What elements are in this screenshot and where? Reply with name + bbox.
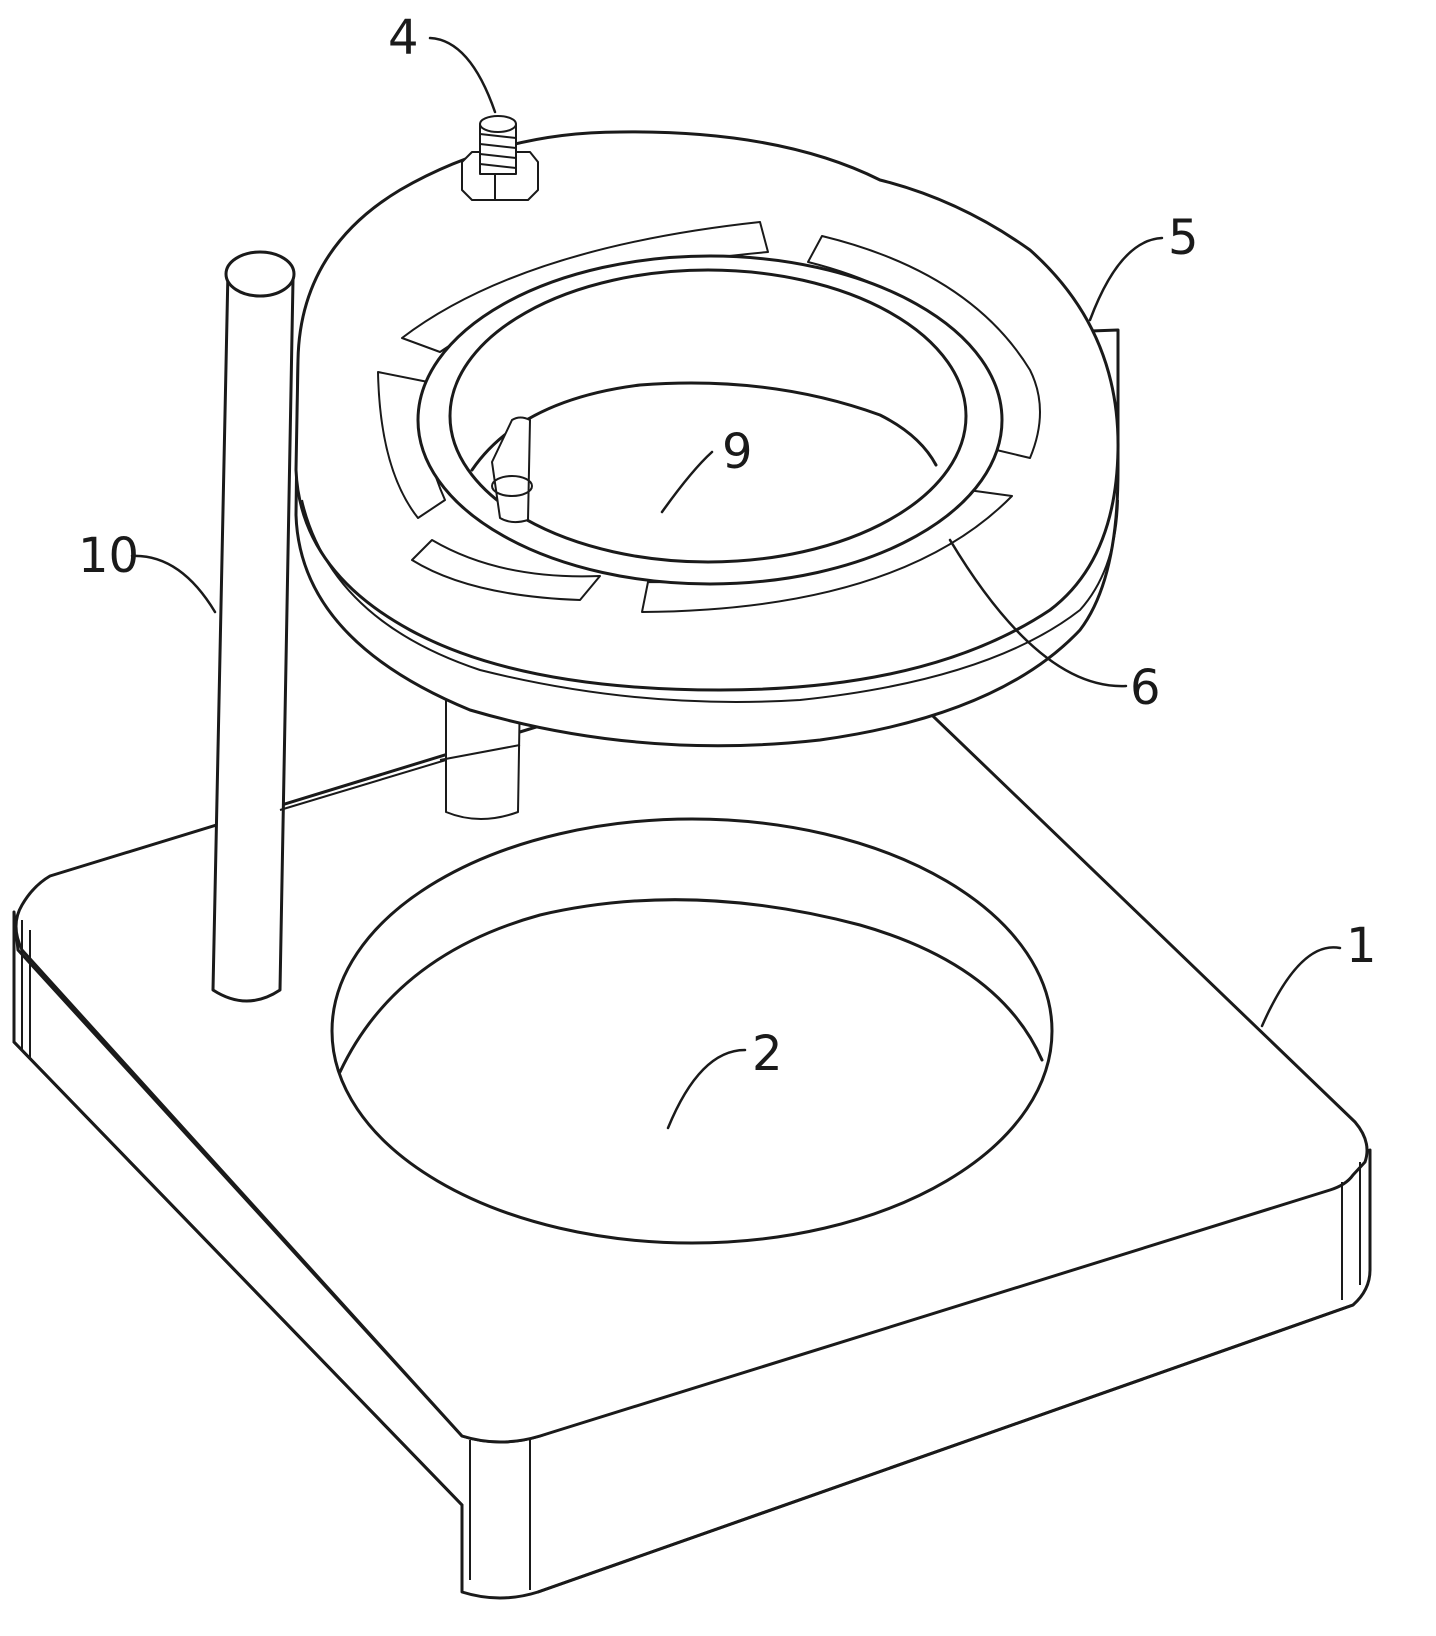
rear-edge-line xyxy=(279,759,447,811)
screw-thread-2 xyxy=(479,143,517,149)
label-4: 4 xyxy=(388,10,419,66)
label-5: 5 xyxy=(1168,210,1199,266)
leader-9 xyxy=(660,450,714,514)
screw-thread-4 xyxy=(479,163,517,169)
ring-assembly xyxy=(279,115,1120,811)
leader-10 xyxy=(130,554,217,614)
slot-lower-left xyxy=(411,539,601,601)
screw xyxy=(461,115,539,201)
leader-6 xyxy=(948,538,1128,688)
left-post xyxy=(211,250,296,1003)
screw-head xyxy=(479,115,517,133)
leader-4 xyxy=(428,36,497,114)
ring-top-front-edge xyxy=(301,499,1119,703)
ring-to-base-line xyxy=(439,744,521,761)
screw-thread-1 xyxy=(479,133,517,139)
base-hole-inner-wall xyxy=(338,898,1044,1074)
leader-2 xyxy=(666,1048,747,1130)
label-6: 6 xyxy=(1130,660,1161,716)
inner-ring-inner xyxy=(448,268,968,564)
label-2: 2 xyxy=(752,1026,783,1082)
rear-post-body xyxy=(445,689,521,820)
left-post-top xyxy=(224,250,296,298)
base-hole-rim xyxy=(330,817,1054,1245)
label-9: 9 xyxy=(722,424,753,480)
base-plate-bottom-edge xyxy=(12,1040,1355,1594)
label-1: 1 xyxy=(1346,918,1377,974)
base-hole xyxy=(330,817,1054,1245)
leader-1 xyxy=(1260,946,1342,1028)
leader-5 xyxy=(1088,236,1164,322)
rear-post xyxy=(445,689,521,820)
left-post-body xyxy=(211,268,295,1003)
opening-post-collar xyxy=(491,475,533,497)
screw-thread-3 xyxy=(479,153,517,159)
label-10: 10 xyxy=(78,528,139,584)
